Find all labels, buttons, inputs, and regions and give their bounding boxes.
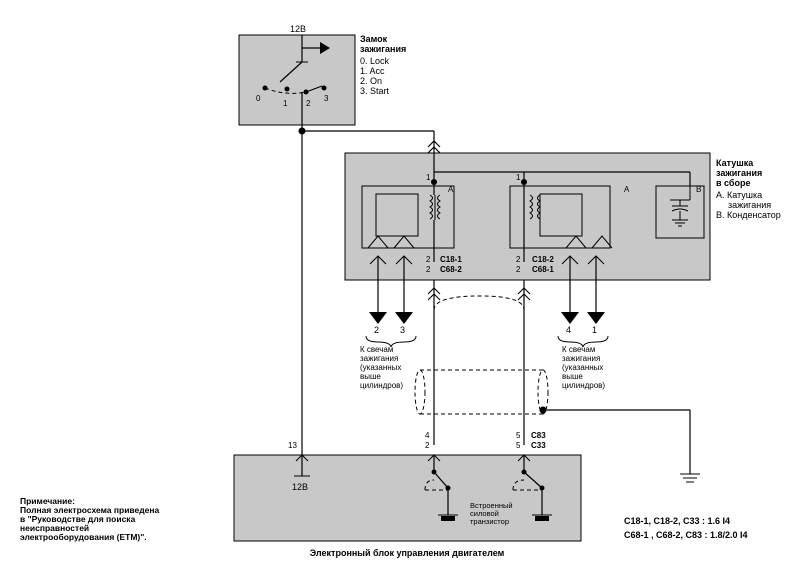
ecu-pin-5b: 5 [516, 441, 521, 450]
coil-right-frame [509, 185, 611, 249]
ecu-pin-13: 13 [288, 441, 297, 450]
ignition-supply-label: 12В [290, 24, 306, 34]
ecu-conn-1: C83 [531, 431, 546, 440]
ignition-coil-assembly: 1 1 A 2 C18-1 2 C68-2 A 2 C18-2 2 C68-1 [344, 152, 781, 281]
spark-left-line-5: цилиндров) [360, 381, 403, 390]
contact-1-label: 1 [283, 99, 288, 108]
coil-right-pin-2: 2 [516, 255, 521, 264]
coil-title-2: зажигания [716, 168, 762, 178]
coil-title-3: в сборе [716, 178, 750, 188]
coil-left-pin-2: 2 [426, 255, 431, 264]
ignition-pos-3: 3. Start [360, 86, 390, 96]
coil-legend-a-1: A. Катушка [716, 190, 762, 200]
transistor-label-1: Встроенный [470, 501, 513, 510]
note-block: Примечание: Полная электросхема приведен… [20, 496, 160, 542]
ignition-pos-1: 1. Acc [360, 66, 385, 76]
ecu-conn-2: C33 [531, 441, 546, 450]
coil-left-pin-2b: 2 [426, 265, 431, 274]
coil-left-letter: A [448, 185, 454, 194]
ecu-pin-5a: 5 [516, 431, 521, 440]
coil-assembly-box [344, 152, 711, 281]
engine-control-unit: 12В Встроенный силовой транзистор Электр… [233, 454, 582, 558]
spark-right-line-3: (указанных [562, 363, 603, 372]
spark-right-num-1: 4 [566, 325, 571, 335]
spark-left-num-2: 3 [400, 325, 405, 335]
contact-2-label: 2 [306, 99, 311, 108]
coil-legend-b: B. Конденсатор [716, 210, 781, 220]
spark-right-num-2: 1 [592, 325, 597, 335]
ecu-box [233, 454, 582, 542]
ignition-title-1: Замок [360, 34, 388, 44]
variant-line-1: C18-1, C18-2, C33 : 1.6 I4 [624, 516, 730, 526]
spark-right-line-4: выше [562, 372, 583, 381]
ignition-title-2: зажигания [360, 44, 406, 54]
transistor-label-3: транзистор [470, 517, 509, 526]
ecu-supply-label: 12В [292, 482, 308, 492]
note-line-2: в "Руководстве для поиска [20, 514, 136, 524]
coil-legend-a-2: зажигания [728, 200, 771, 210]
control-wiring: 4 2 5 5 C83 C33 13 [288, 280, 700, 483]
ignition-switch: 12В 0 1 2 3 Замок зажигания 0. Lock 1. A… [238, 24, 406, 126]
spark-right-line-1: К свечам [562, 345, 595, 354]
variant-line-2: C68-1 , C68-2, C83 : 1.8/2.0 I4 [624, 530, 748, 540]
engine-variants: C18-1, C18-2, C33 : 1.6 I4 C68-1 , C68-2… [624, 516, 748, 540]
contact-0-label: 0 [256, 94, 261, 103]
shield-left-end [414, 369, 426, 415]
supply-wiring [298, 125, 441, 455]
spark-left-line-4: выше [360, 372, 381, 381]
coil-right-pin-2b: 2 [516, 265, 521, 274]
spark-plug-outputs-left: 2 3 К свечам зажигания (указанных выше ц… [360, 255, 417, 390]
spark-plug-outputs-right: 4 1 К свечам зажигания (указанных выше ц… [557, 255, 609, 390]
spark-left-line-1: К свечам [360, 345, 393, 354]
spark-left-num-1: 2 [374, 325, 379, 335]
coil-right-conn-1: C18-2 [532, 255, 554, 264]
coil-right-pin-1: 1 [516, 173, 521, 182]
spark-left-line-3: (указанных [360, 363, 401, 372]
coil-left-pin-1: 1 [426, 173, 431, 182]
condenser-frame [655, 185, 705, 239]
coil-left-frame [361, 185, 455, 249]
ecu-title: Электронный блок управления двигателем [310, 548, 505, 558]
coil-left-conn-1: C18-1 [440, 255, 462, 264]
spark-left-line-2: зажигания [360, 354, 398, 363]
ignition-pos-0: 0. Lock [360, 56, 390, 66]
spark-right-line-2: зажигания [562, 354, 600, 363]
coil-title-1: Катушка [716, 158, 754, 168]
ignition-pos-2: 2. On [360, 76, 382, 86]
spark-right-line-5: цилиндров) [562, 381, 605, 390]
note-line-4: электрооборудования (ETM)". [20, 532, 147, 542]
ecu-pin-2: 2 [425, 441, 430, 450]
transistor-label-2: силовой [470, 509, 499, 518]
note-title: Примечание: [20, 496, 75, 506]
ecu-pin-4: 4 [425, 431, 430, 440]
note-line-3: неисправностей [20, 523, 89, 533]
condenser-letter: B [696, 185, 701, 194]
coil-right-letter: A [624, 185, 630, 194]
coil-left-conn-2: C68-2 [440, 265, 462, 274]
coil-right-conn-2: C68-1 [532, 265, 554, 274]
ignition-switch-box [238, 34, 356, 126]
contact-3-label: 3 [324, 94, 329, 103]
note-line-1: Полная электросхема приведена [20, 505, 160, 515]
